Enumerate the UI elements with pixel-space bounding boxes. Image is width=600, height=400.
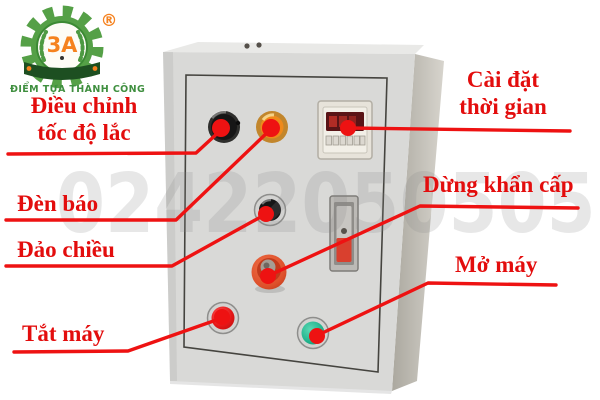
label-speed-line1: Điều chỉnh xyxy=(30,93,138,118)
brand-text: 3A xyxy=(47,33,79,57)
label-speed-adjust: Điều chỉnh tốc độ lắc xyxy=(2,92,166,146)
brand-logo: 3A ® xyxy=(20,5,118,89)
leader-line-speed xyxy=(6,128,223,156)
leader-line-emergency xyxy=(266,204,580,278)
leader-dot-start xyxy=(309,328,325,344)
leader-line-start xyxy=(314,281,558,338)
leader-dot-timer xyxy=(340,120,356,136)
cabinet-side-face xyxy=(392,54,444,391)
ribbon-dot xyxy=(26,66,32,71)
label-speed-line2: tốc độ lắc xyxy=(37,120,131,145)
gear-icon xyxy=(20,5,104,89)
label-reverse: Đảo chiều xyxy=(17,237,115,262)
laurel-left-icon xyxy=(39,30,48,62)
leader-dot-indicator xyxy=(262,119,280,137)
ribbon-banner xyxy=(24,62,100,80)
leader-dot-emergency xyxy=(260,268,276,284)
top-screw-icon xyxy=(256,42,262,48)
leader-line-indicator xyxy=(4,127,273,222)
laurel-right-icon xyxy=(76,30,85,62)
brand-tagline: ĐIỂM TỰA THÀNH CÔNG xyxy=(10,84,146,95)
leader-line-timer xyxy=(346,126,572,133)
cabinet-left-shade xyxy=(163,52,177,381)
leader-dot-speed xyxy=(212,119,230,137)
label-start: Mở máy xyxy=(455,252,538,277)
ribbon-dot xyxy=(92,66,98,71)
cabinet-bottom-edge xyxy=(170,381,392,394)
leader-line-reverse xyxy=(4,212,268,268)
top-screw-icon xyxy=(244,43,250,49)
brand-dot xyxy=(60,56,64,60)
registered-mark: ® xyxy=(101,11,118,31)
label-emergency-stop: Dừng khẩn cấp xyxy=(423,172,574,197)
label-timer-line2: thời gian xyxy=(459,94,547,119)
label-timer-line1: Cài đặt xyxy=(466,67,540,92)
cabinet-top-face xyxy=(163,42,424,54)
keyhole-icon xyxy=(341,228,347,234)
label-stop: Tắt máy xyxy=(22,321,105,346)
label-timer-setting: Cài đặt thời gian xyxy=(418,66,588,120)
leader-dot-reverse xyxy=(258,206,274,222)
leader-dot-stop xyxy=(214,309,230,325)
label-indicator-lamp: Đèn báo xyxy=(17,191,99,216)
timer-buttons xyxy=(325,135,366,146)
leader-line-stop xyxy=(12,316,224,354)
